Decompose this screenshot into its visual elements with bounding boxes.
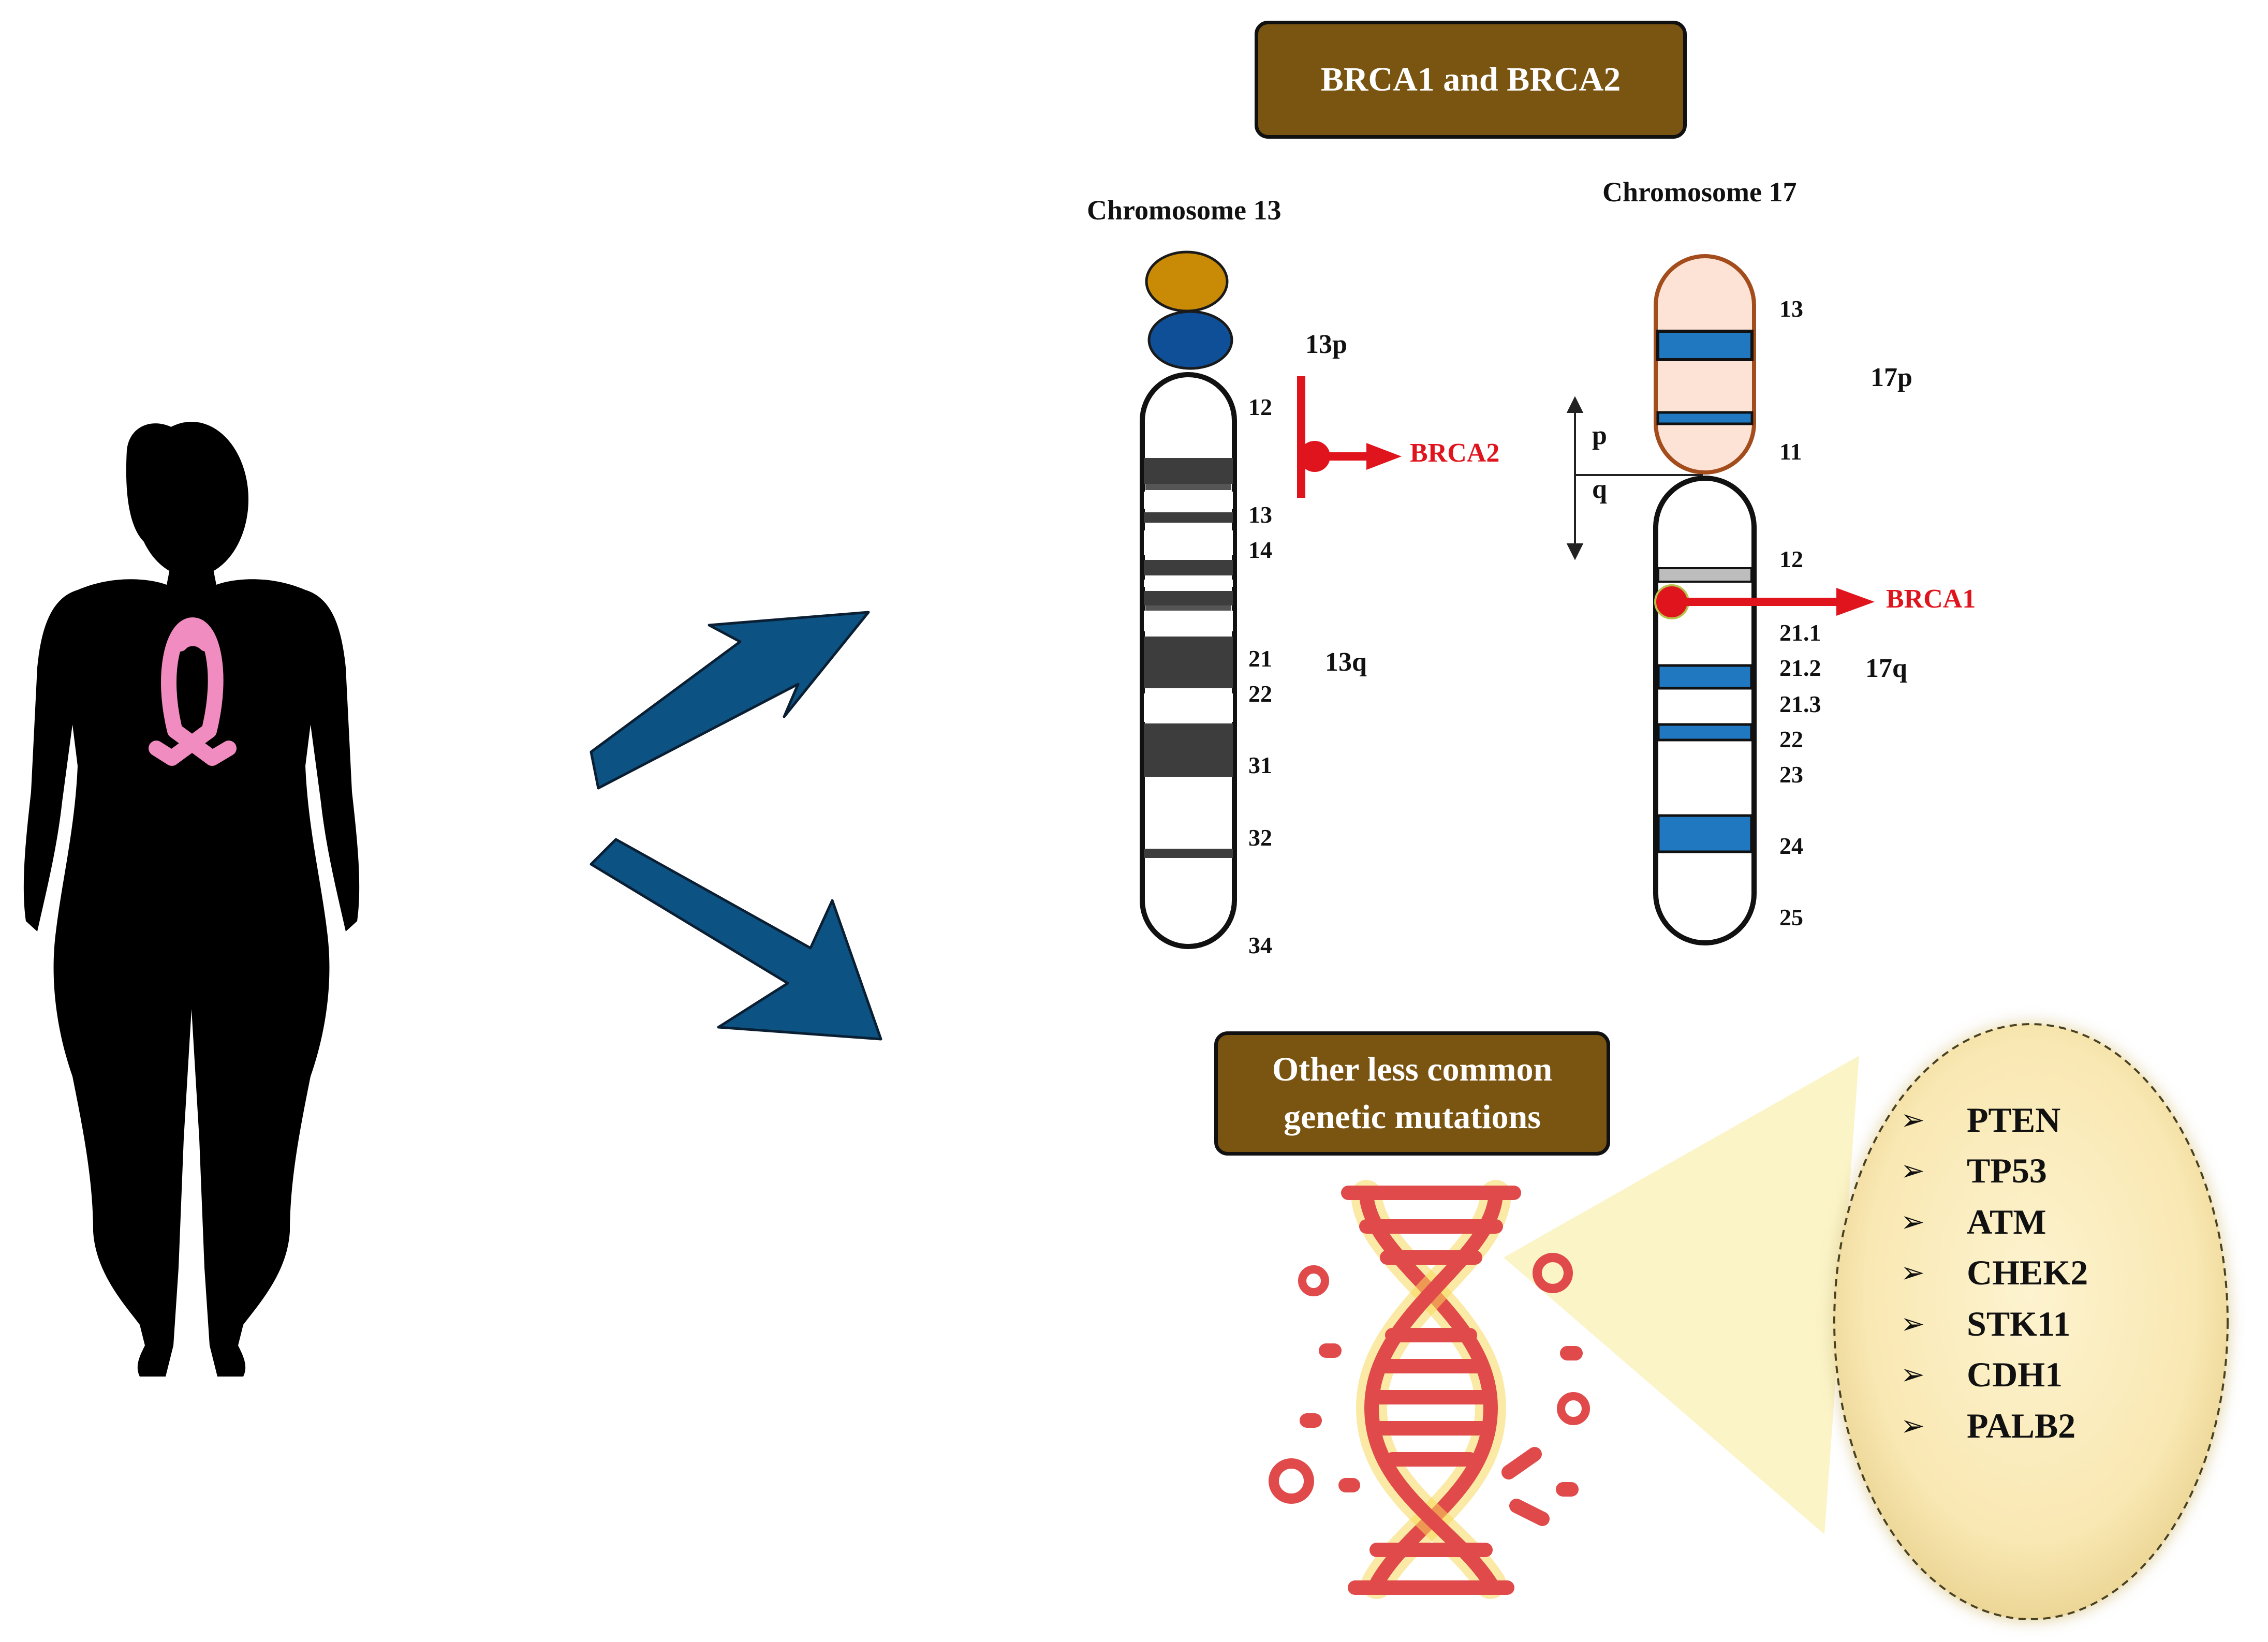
chr17-band-label: 11 <box>1779 438 1802 465</box>
other-mutations-title: Other less common genetic mutations <box>1272 1051 1553 1136</box>
axis-q-label: q <box>1592 475 1607 504</box>
gene-name: CDH1 <box>1967 1355 2063 1395</box>
chr13-band-label: 22 <box>1248 681 1272 707</box>
brca2-locus-marker <box>1297 376 1402 498</box>
chr17-arm-q: 17q <box>1865 654 1907 683</box>
brca1-label: BRCA1 <box>1886 584 1976 614</box>
chr13-band-label: 34 <box>1248 932 1272 958</box>
chr17-band-label: 25 <box>1779 904 1803 930</box>
chr17-title: Chromosome 17 <box>1602 176 1797 208</box>
chr13-band-label: 31 <box>1248 752 1272 778</box>
arrow-bullet-icon: ➢ <box>1901 1256 1925 1290</box>
gene-list-item: ➢ CDH1 <box>1901 1350 2088 1401</box>
woman-silhouette-icon <box>23 422 360 1377</box>
chr13-band-label: 32 <box>1248 824 1272 851</box>
chr17-band-label: 21.1 <box>1779 619 1821 646</box>
gene-name: TP53 <box>1967 1151 2047 1191</box>
brca-title-box: BRCA1 and BRCA2 <box>1255 21 1687 139</box>
axis-p-label: p <box>1592 421 1607 450</box>
chr17-band-label: 24 <box>1779 833 1803 859</box>
arrow-bullet-icon: ➢ <box>1901 1103 1925 1137</box>
chr13-band-label: 13 <box>1248 501 1272 528</box>
gene-name: CHEK2 <box>1967 1253 2088 1293</box>
spotlight-cone <box>1504 1056 1859 1534</box>
chr13-title: Chromosome 13 <box>1087 195 1282 226</box>
chr13-dark-bands <box>1144 458 1233 858</box>
brca-title-text: BRCA1 and BRCA2 <box>1320 61 1621 98</box>
dna-icon <box>1269 1180 1590 1599</box>
arrow-bullet-icon: ➢ <box>1901 1409 1925 1443</box>
gene-list-ellipse <box>1833 1023 2229 1620</box>
chr17-band-label: 22 <box>1779 726 1803 752</box>
chr17-arm-p: 17p <box>1871 363 1912 392</box>
gene-list-item: ➢ PALB2 <box>1901 1400 2088 1452</box>
pq-axis <box>1566 396 1703 560</box>
arrow-down-right-icon <box>590 838 882 1041</box>
brca2-label: BRCA2 <box>1410 438 1500 468</box>
chromosome-13 <box>1140 250 1237 949</box>
gene-list-item: ➢ ATM <box>1901 1196 2088 1248</box>
arrow-bullet-icon: ➢ <box>1901 1307 1925 1341</box>
arrow-bullet-icon: ➢ <box>1901 1358 1925 1392</box>
chr13-band-label: 21 <box>1248 645 1272 672</box>
gene-name: STK11 <box>1967 1304 2071 1343</box>
chr13-band-label: 14 <box>1248 537 1272 563</box>
gene-name: PTEN <box>1967 1100 2061 1140</box>
gene-list-item: ➢ CHEK2 <box>1901 1248 2088 1299</box>
arrow-bullet-icon: ➢ <box>1901 1205 1925 1239</box>
brca1-locus-marker <box>1654 584 1875 619</box>
gene-list-item: ➢ PTEN <box>1901 1094 2088 1146</box>
chr17-band-label: 12 <box>1779 546 1803 572</box>
gene-list: ➢ PTEN ➢ TP53 ➢ ATM ➢ CHEK2 ➢ STK11 ➢ CDH1 ➢ PA… <box>1901 1094 2088 1452</box>
chr13-white-bands <box>1144 492 1233 722</box>
chr13-arm-p: 13p <box>1305 330 1347 359</box>
arrow-up-right-icon <box>590 611 870 790</box>
gene-list-item: ➢ TP53 <box>1901 1146 2088 1197</box>
chr17-band-label: 23 <box>1779 761 1803 788</box>
gene-list-item: ➢ STK11 <box>1901 1298 2088 1350</box>
chr17-band-label: 21.2 <box>1779 655 1821 681</box>
arrow-bullet-icon: ➢ <box>1901 1154 1925 1188</box>
gene-name: PALB2 <box>1967 1406 2076 1445</box>
chr13-arm-q: 13q <box>1325 647 1367 677</box>
other-mutations-box: Other less common genetic mutations <box>1214 1031 1610 1156</box>
chr13-band-label: 12 <box>1248 394 1272 420</box>
chr17-band-label: 13 <box>1779 295 1803 322</box>
chr17-band-label: 21.3 <box>1779 691 1821 717</box>
pink-ribbon-icon <box>149 617 237 766</box>
gene-name: ATM <box>1967 1202 2046 1241</box>
